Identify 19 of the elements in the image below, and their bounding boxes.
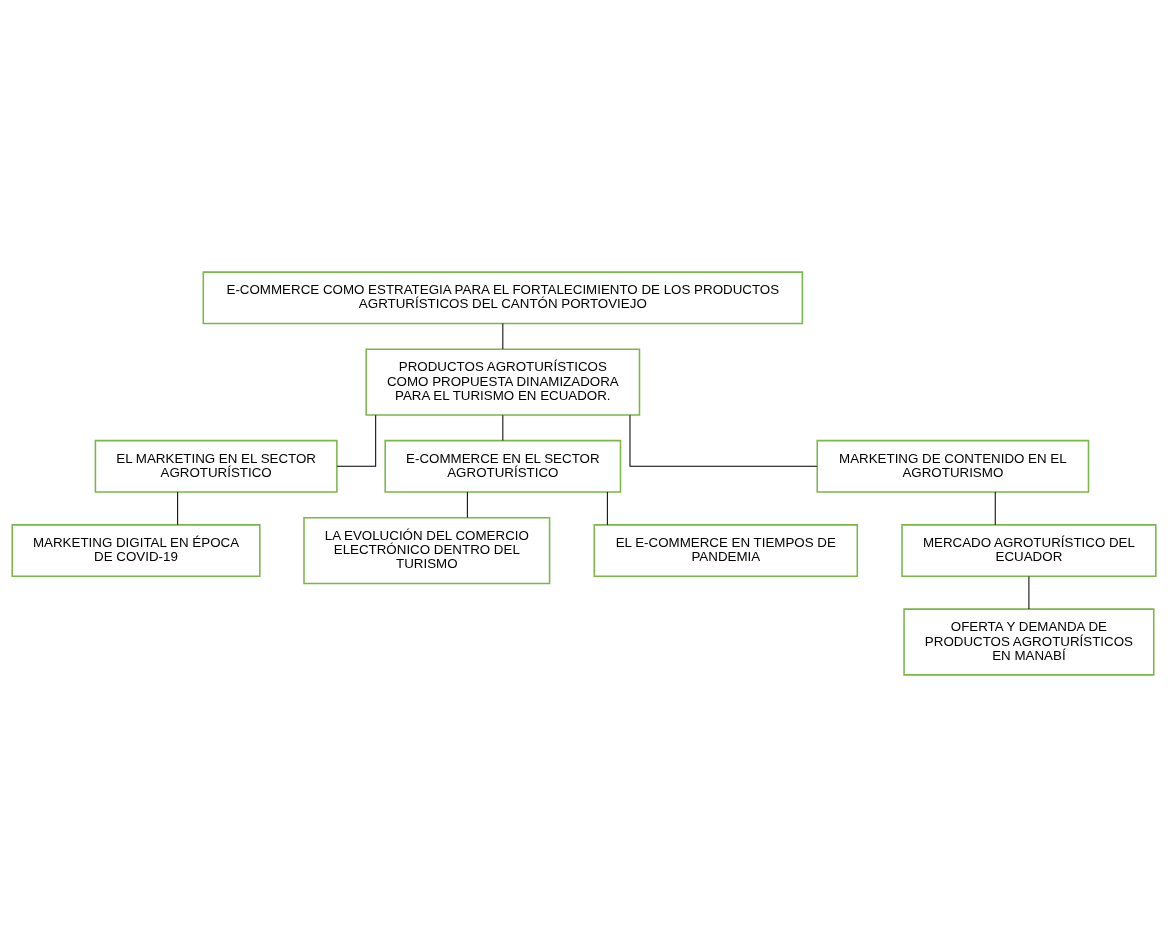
node-box: EL MARKETING EN EL SECTOR AGROTURÍSTICO: [94, 439, 338, 493]
connector: [502, 323, 504, 350]
node-box: OFERTA Y DEMANDA DE PRODUCTOS AGROTURÍSTICOS EN MANABÍ: [903, 608, 1155, 676]
connector: [629, 414, 818, 467]
connector: [466, 491, 468, 519]
node-box: E-COMMERCE EN EL SECTOR AGROTURÍSTICO: [384, 439, 622, 493]
node-box: MARKETING DIGITAL EN ÉPOCA DE COVID-19: [11, 524, 261, 577]
node-box: PRODUCTOS AGROTURÍSTICOS COMO PROPUESTA DINAMIZADORA PARA EL TURISMO EN ECUADOR.: [365, 348, 641, 416]
connector: [994, 491, 996, 526]
connector: [1028, 576, 1030, 610]
connector: [177, 491, 179, 526]
connector: [336, 414, 377, 467]
connector: [502, 414, 504, 442]
node-box: LA EVOLUCIÓN DEL COMERCIO ELECTRÓNICO DENTRO DEL TURISMO: [303, 516, 551, 585]
node-box: EL E-COMMERCE EN TIEMPOS DE PANDEMIA: [593, 524, 859, 577]
node-box: MARKETING DE CONTENIDO EN EL AGROTURISMO: [816, 439, 1090, 493]
connector: [606, 491, 608, 526]
node-box: MERCADO AGROTURÍSTICO DEL ECUADOR: [901, 524, 1157, 577]
node-box: E-COMMERCE COMO ESTRATEGIA PARA EL FORTALECIMIENTO DE LOS PRODUCTOS AGRTURÍSTICOS DEL CANTÓN PORTOVIEJO: [202, 271, 804, 325]
